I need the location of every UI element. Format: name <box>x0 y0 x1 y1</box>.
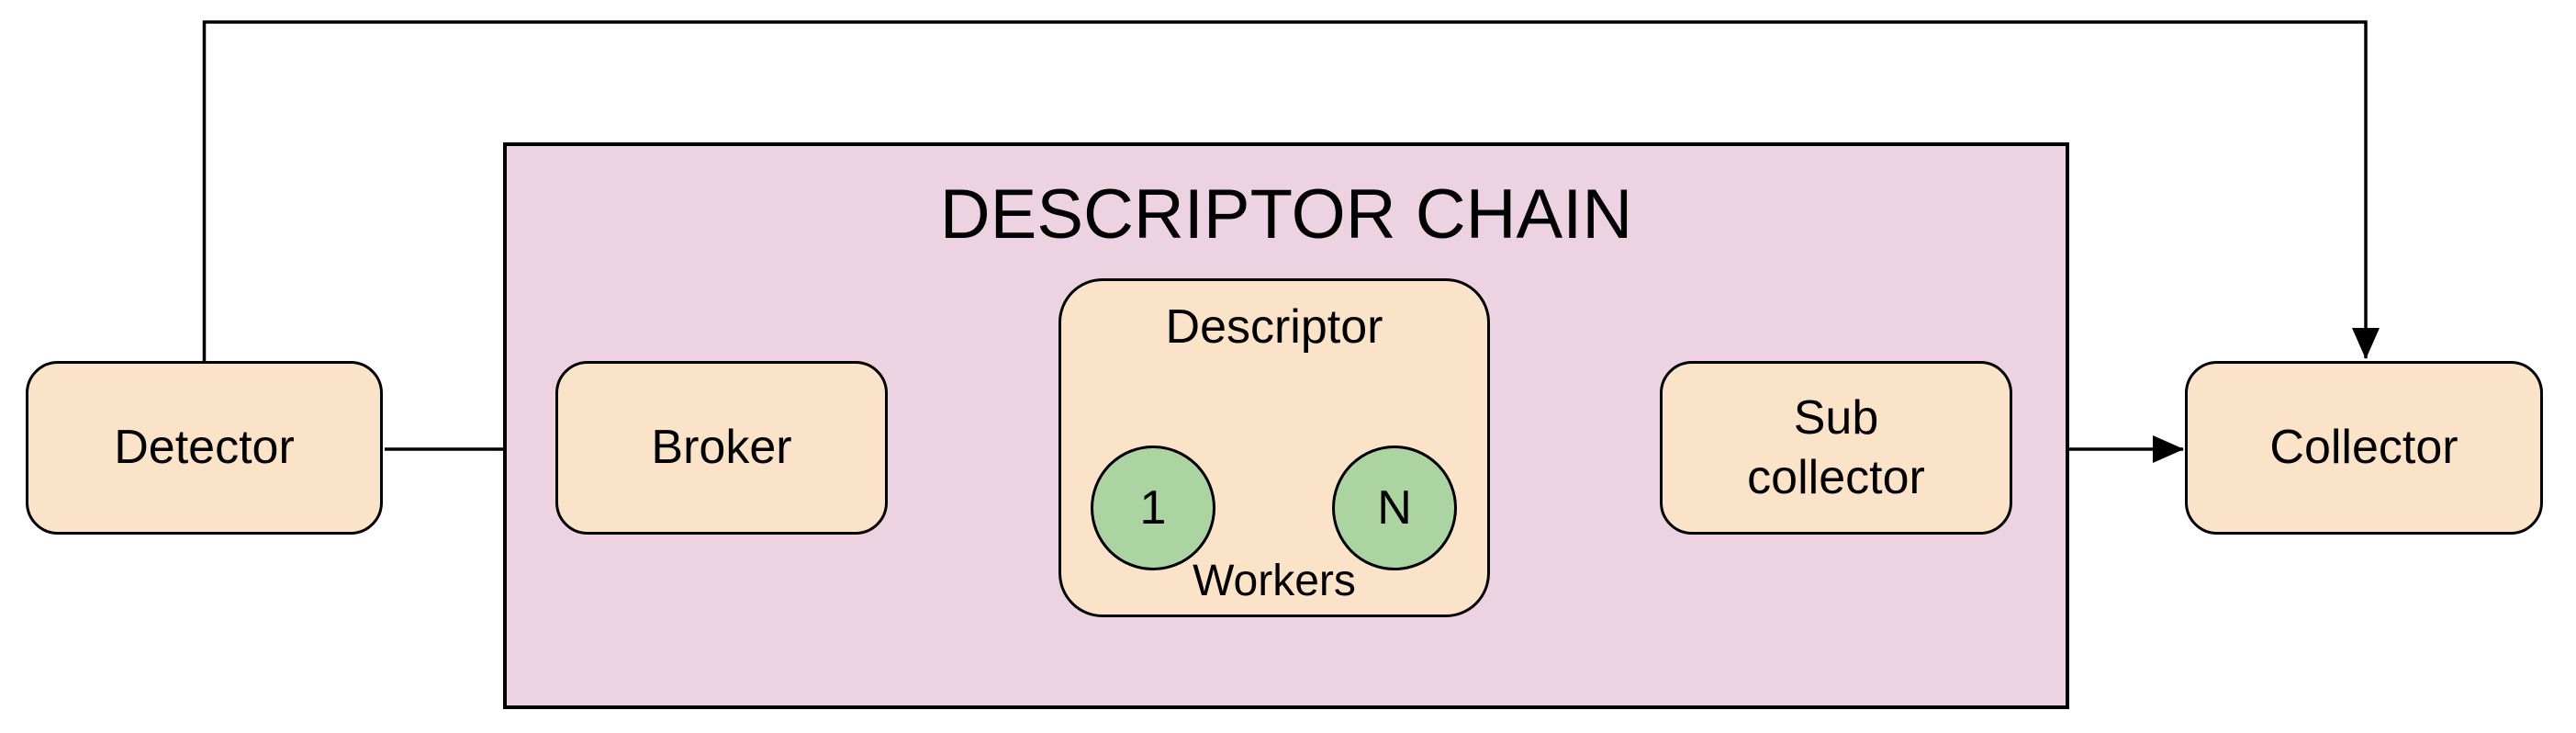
workers-footer-label: Workers <box>1193 557 1356 605</box>
node-broker-label: Broker <box>651 421 792 474</box>
descriptor-chain-title: DESCRIPTOR CHAIN <box>939 175 1633 254</box>
worker-last-label: N <box>1377 481 1412 535</box>
worker-first-label: 1 <box>1139 481 1167 535</box>
node-collector: Collector <box>2185 361 2543 535</box>
node-sub-collector-label: Sub collector <box>1747 390 1925 504</box>
node-descriptor: Descriptor 1 N Workers <box>1058 278 1490 617</box>
edge-detector-collector-bypass <box>202 20 2380 361</box>
worker-circle-first: 1 <box>1091 445 1215 570</box>
node-collector-label: Collector <box>2269 421 2458 474</box>
node-detector-label: Detector <box>114 421 295 474</box>
node-broker: Broker <box>555 361 888 535</box>
node-detector: Detector <box>26 361 383 535</box>
node-descriptor-label: Descriptor <box>1165 300 1383 354</box>
node-sub-collector: Sub collector <box>1660 361 2012 535</box>
worker-circle-last: N <box>1332 445 1457 570</box>
